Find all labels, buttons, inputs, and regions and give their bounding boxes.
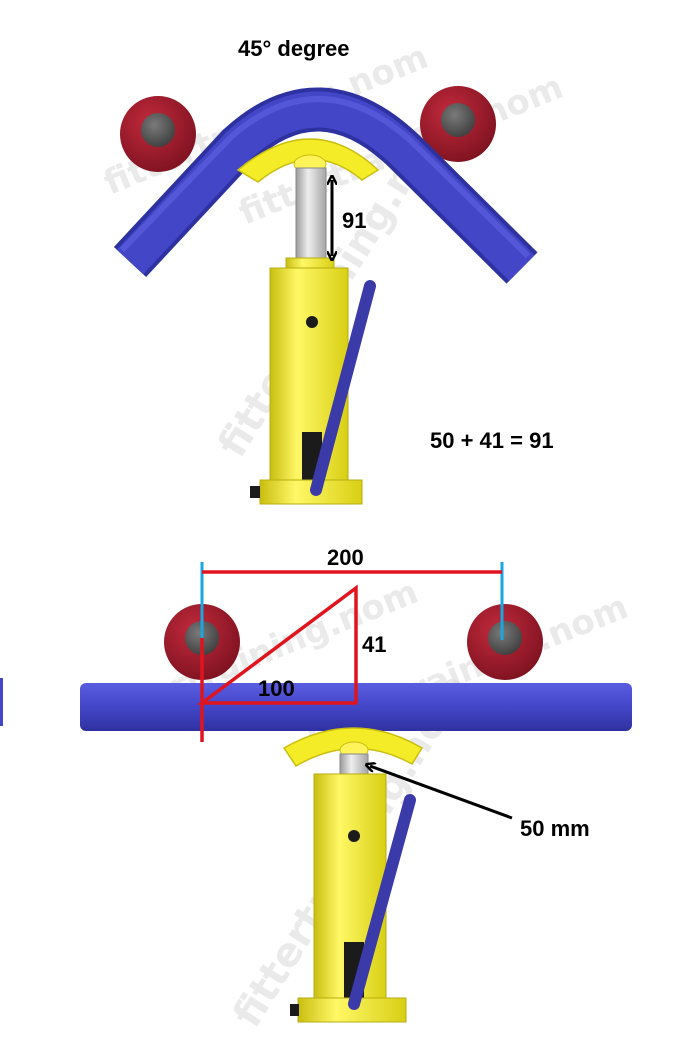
top-jack-handle [310, 280, 376, 496]
half-span-label: 100 [258, 676, 295, 701]
straight-pipe [80, 683, 632, 731]
left-roller [120, 96, 196, 172]
right-roller [420, 86, 496, 162]
right-roller [467, 604, 543, 680]
ram-pointer-arrow [370, 766, 513, 820]
bottom-jack-handle [348, 794, 416, 1010]
title-45-degree: 45° degree [238, 36, 350, 61]
bending-former [236, 138, 380, 183]
offset-label: 41 [362, 632, 386, 657]
pipe-edge-left [0, 678, 3, 726]
bottom-bender-assembly [0, 562, 632, 1023]
equation-label: 50 + 41 = 91 [430, 428, 554, 453]
jack-ram [295, 167, 327, 261]
top-bender-assembly [113, 86, 538, 505]
ram-length-label: 50 mm [520, 816, 590, 841]
jack-ram [339, 753, 369, 777]
offset-triangle [196, 584, 358, 705]
span-label: 200 [327, 545, 364, 570]
top-jack-body [250, 257, 363, 505]
bent-pipe [113, 87, 538, 284]
rise-label: 91 [342, 208, 366, 233]
